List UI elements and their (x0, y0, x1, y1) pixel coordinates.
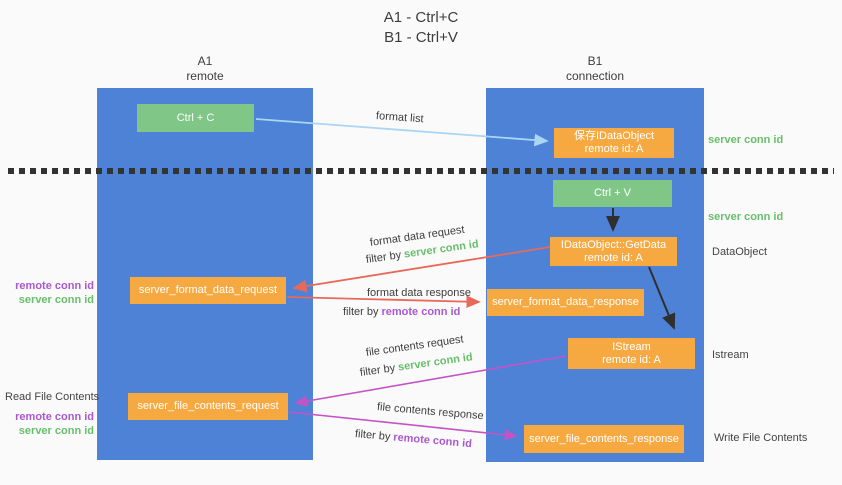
istream-line2: remote id: A (602, 353, 661, 366)
server-conn-id-label-left-2: server conn id (18, 425, 94, 437)
lifeline-b1-role: connection (565, 69, 625, 83)
server-conn-id-label-right-2: server conn id (708, 211, 784, 223)
server-format-data-response-node: server_format_data_response (487, 289, 644, 316)
filter-by-text: filter by (343, 306, 379, 318)
server-file-contents-request-label: server_file_contents_request (137, 400, 279, 412)
save-idataobject-line1: 保存IDataObject (573, 130, 655, 142)
server-format-data-request-label: server_format_data_request (138, 284, 278, 296)
conn-id-pair-2: remote conn id server conn id (14, 410, 94, 438)
conn-id-pair-1: remote conn id server conn id (14, 279, 94, 307)
istream-line1: IStream (612, 340, 651, 353)
lifeline-b1-name: B1 (587, 54, 603, 68)
server-file-contents-response-node: server_file_contents_response (524, 425, 684, 453)
ctrl-v-label: Ctrl + V (594, 187, 631, 199)
save-idataobject-node: 保存IDataObject remote id: A (554, 128, 674, 158)
write-file-contents-label: Write File Contents (714, 432, 808, 444)
server-format-data-request-node: server_format_data_request (130, 277, 286, 304)
getdata-line1: IDataObject::GetData (560, 238, 667, 251)
server-file-contents-request-node: server_file_contents_request (128, 393, 288, 420)
ctrl-c-node: Ctrl + C (137, 104, 254, 132)
lifeline-header-b1: B1 connection (486, 54, 704, 84)
format-data-response-arrow (286, 295, 481, 308)
getdata-to-istream-arrow (648, 266, 676, 330)
idataobject-getdata-node: IDataObject::GetData remote id: A (550, 237, 677, 266)
ctrl-c-label: Ctrl + C (176, 111, 215, 124)
server-conn-id-label-left-1: server conn id (18, 294, 94, 306)
save-idataobject-line2: remote id: A (584, 143, 644, 155)
lifeline-header-a1: A1 remote (97, 54, 313, 84)
file-contents-response-arrow (288, 411, 518, 441)
getdata-line2: remote id: A (584, 251, 643, 264)
title-line-2: B1 - Ctrl+V (384, 29, 458, 46)
dotted-divider-line (8, 168, 834, 174)
format-data-request-arrow (292, 246, 551, 293)
ctrl-v-node: Ctrl + V (553, 180, 672, 207)
title-line-1: A1 - Ctrl+C (383, 9, 459, 26)
read-file-contents-label: Read File Contents (5, 391, 100, 403)
istream-node: IStream remote id: A (568, 338, 695, 369)
diagram-title: A1 - Ctrl+C B1 - Ctrl+V (0, 8, 842, 48)
server-format-data-response-label: server_format_data_response (492, 296, 639, 308)
file-contents-request-arrow (294, 355, 567, 407)
remote-conn-id-text: remote conn id (381, 306, 461, 318)
server-conn-id-label-right-1: server conn id (708, 134, 784, 146)
istream-side-label: Istream (712, 349, 749, 361)
lifeline-a1-name: A1 (197, 54, 213, 68)
remote-conn-id-label-left-1: remote conn id (15, 280, 94, 292)
format-list-arrow (255, 118, 549, 147)
remote-conn-id-label-left-2: remote conn id (15, 411, 94, 423)
server-file-contents-response-label: server_file_contents_response (529, 432, 679, 445)
format-data-response-label: format data response (367, 287, 471, 299)
lifeline-a1-role: remote (186, 69, 224, 83)
dataobject-label: DataObject (712, 246, 768, 258)
